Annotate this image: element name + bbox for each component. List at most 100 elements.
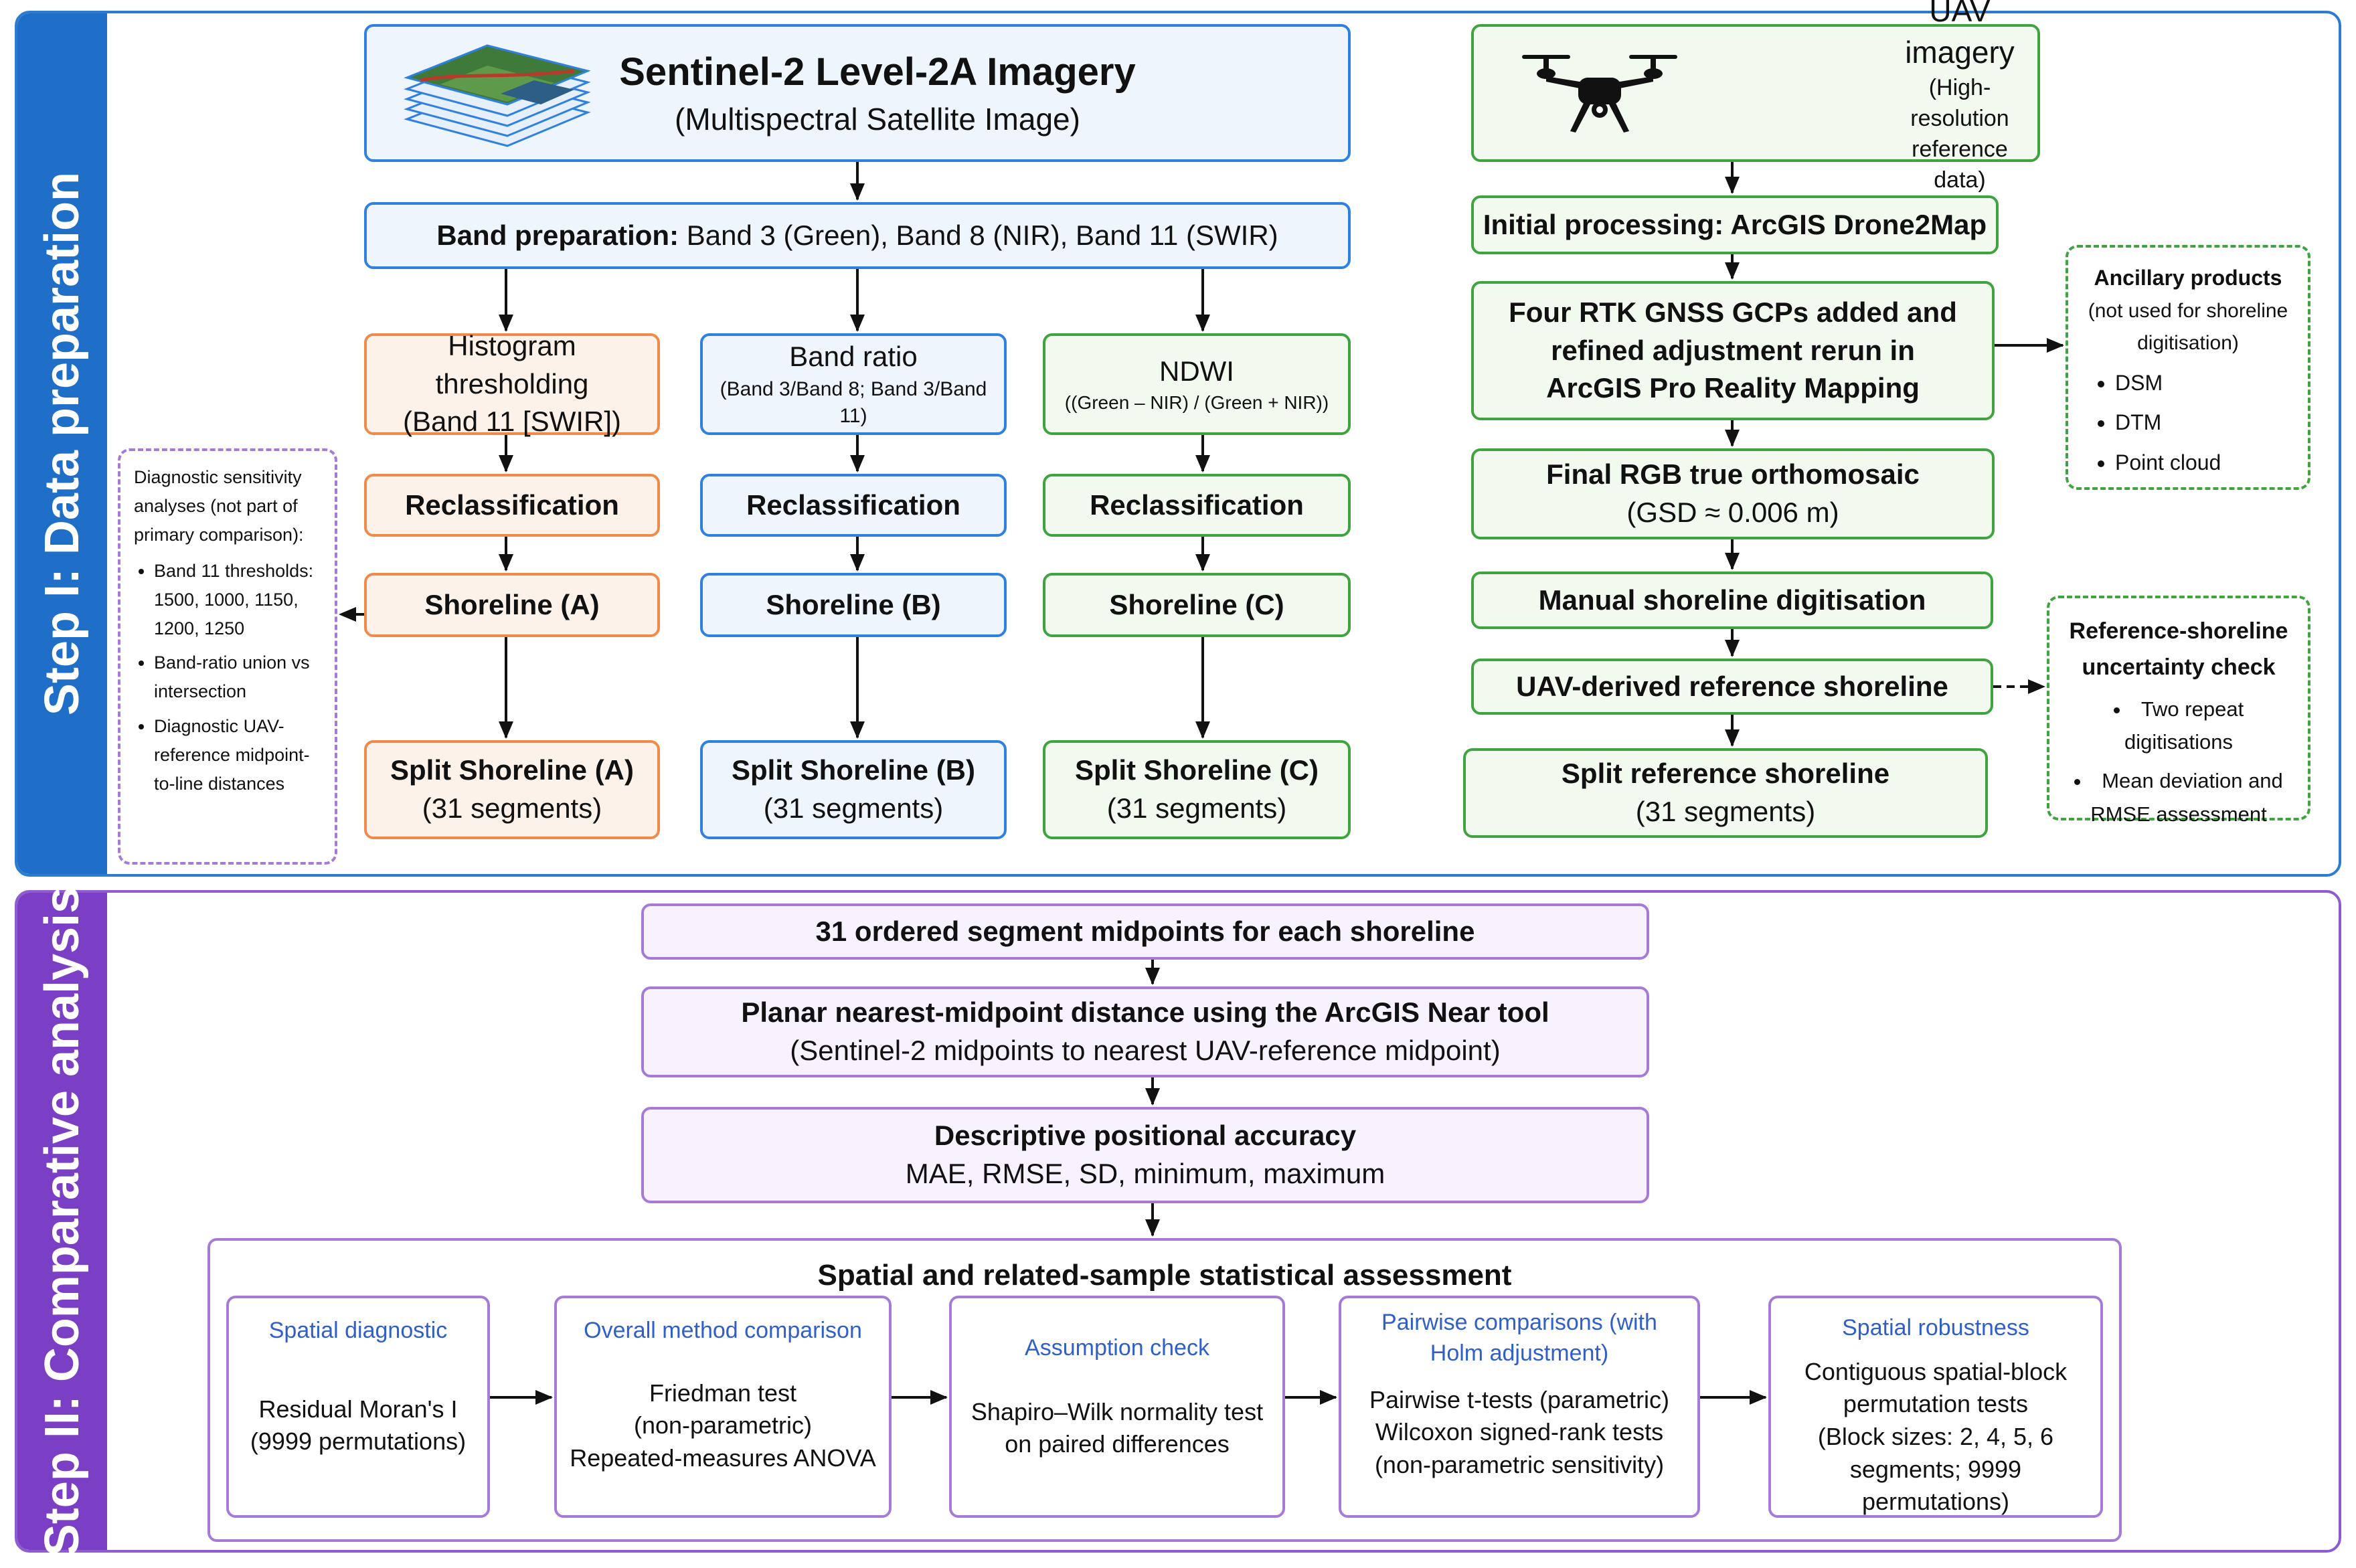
ortho-subtitle: (GSD ≈ 0.006 m) (1626, 497, 1839, 528)
descriptive-accuracy-box: Descriptive positional accuracy MAE, RMS… (641, 1107, 1649, 1203)
near-distance-box: Planar nearest-midpoint distance using t… (641, 986, 1649, 1077)
reference-uncertainty-note: Reference-shoreline uncertainty check Tw… (2047, 596, 2310, 826)
card-line: (9999 permutations) (250, 1427, 467, 1456)
rtk-line: ArcGIS Pro Reality Mapping (1546, 372, 1920, 404)
uav-subtitle: (High-resolution reference data) (1910, 75, 2009, 193)
overall-method-card: Overall method comparison Friedman test … (554, 1296, 892, 1518)
card-title: Assumption check (1025, 1335, 1209, 1361)
band-preparation-box: Band preparation: Band 3 (Green), Band 8… (364, 202, 1351, 269)
spatial-diagnostic-card: Spatial diagnostic Residual Moran's I (9… (226, 1296, 490, 1518)
card-title: Spatial robustness (1842, 1315, 2029, 1340)
reclassification-a-box: Reclassification (364, 474, 660, 537)
uav-title: UAV imagery (1905, 0, 2015, 70)
shoreline-c-box: Shoreline (C) (1043, 573, 1351, 637)
ancillary-subtitle: (not used for shoreline digitisation) (2088, 300, 2288, 355)
ref-check-title: Reference-shoreline uncertainty check (2069, 618, 2288, 681)
hist-title: Histogram thresholding (435, 329, 589, 400)
ndwi-title: NDWI (1159, 355, 1234, 387)
assumption-check-card: Assumption check Shapiro–Wilk normality … (949, 1296, 1285, 1518)
card-line: segments; 9999 permutations) (1849, 1455, 2022, 1516)
split-b-title: Split Shoreline (B) (731, 754, 975, 786)
ref-check-item: Two repeat digitisations (2063, 693, 2294, 759)
card-line: Contiguous spatial-block (1804, 1357, 2068, 1385)
split-a-title: Split Shoreline (A) (390, 754, 634, 786)
card-line: permutation tests (1843, 1390, 2029, 1418)
split-b-subtitle: (31 segments) (763, 792, 944, 824)
shoreline-a-box: Shoreline (A) (364, 573, 660, 637)
ref-check-list: Two repeat digitisations Mean deviation … (2063, 693, 2294, 831)
card-line: Residual Moran's I (258, 1395, 458, 1423)
ndwi-box: NDWI ((Green – NIR) / (Green + NIR)) (1043, 333, 1351, 435)
card-line: (Block sizes: 2, 4, 5, 6 (1817, 1423, 2054, 1451)
rtk-gnss-box: Four RTK GNSS GCPs added and refined adj… (1471, 281, 1995, 420)
near-title: Planar nearest-midpoint distance using t… (741, 996, 1549, 1029)
desc-title: Descriptive positional accuracy (934, 1120, 1357, 1152)
split-a-subtitle: (31 segments) (422, 792, 602, 824)
sentinel-subtitle: (Multispectral Satellite Image) (675, 102, 1080, 137)
rtk-line: Four RTK GNSS GCPs added and (1509, 296, 1957, 328)
rtk-line: refined adjustment rerun in (1551, 334, 1915, 366)
ancillary-item: Point cloud (2115, 446, 2294, 480)
ancillary-list: DSM DTM Point cloud (2095, 366, 2294, 480)
reclassification-b-box: Reclassification (700, 474, 1007, 537)
band-ratio-box: Band ratio (Band 3/Band 8; Band 3/Band 1… (700, 333, 1007, 435)
card-line: Wilcoxon signed-rank tests (1375, 1418, 1664, 1446)
ancillary-item: DSM (2115, 366, 2294, 400)
hist-subtitle: (Band 11 [SWIR]) (403, 406, 621, 438)
diag-intro: Diagnostic sensitivity analyses (not par… (134, 467, 304, 545)
diag-item: Band-ratio union vs intersection (154, 648, 321, 706)
spatial-robustness-card: Spatial robustness Contiguous spatial-bl… (1768, 1296, 2103, 1518)
desc-subtitle: MAE, RMSE, SD, minimum, maximum (905, 1158, 1385, 1189)
ancillary-products-note: Ancillary products (not used for shoreli… (2066, 245, 2310, 490)
step1-sidebar: Step I: Data preparation (17, 13, 107, 874)
sentinel-title: Sentinel-2 Level-2A Imagery (619, 50, 1136, 94)
drone-icon (1522, 55, 1677, 133)
band-prep-text: Band 3 (Green), Band 8 (NIR), Band 11 (S… (679, 219, 1278, 251)
uav-imagery-box: UAV imagery (High-resolution reference d… (1471, 0, 2040, 193)
uav-reference-shoreline-box: UAV-derived reference shoreline (1471, 659, 1993, 715)
ndwi-subtitle: ((Green – NIR) / (Green + NIR)) (1064, 392, 1329, 414)
card-line: (non-parametric) (633, 1411, 813, 1440)
split-ref-title: Split reference shoreline (1561, 758, 1890, 790)
near-subtitle: (Sentinel-2 midpoints to nearest UAV-ref… (790, 1035, 1501, 1066)
card-line: (non-parametric sensitivity) (1374, 1450, 1665, 1478)
split-reference-shoreline-box: Split reference shoreline (31 segments) (1463, 748, 1988, 838)
card-title: Pairwise comparisons (with Holm adjustme… (1381, 1310, 1657, 1366)
diag-item: Band 11 thresholds: 1500, 1000, 1150, 12… (154, 557, 321, 644)
ancillary-title: Ancillary products (2094, 266, 2282, 290)
split-c-subtitle: (31 segments) (1106, 792, 1287, 824)
diag-item: Diagnostic UAV-reference midpoint-to-lin… (154, 712, 321, 799)
shoreline-b-box: Shoreline (B) (700, 573, 1007, 637)
split-ref-subtitle: (31 segments) (1635, 796, 1816, 827)
satellite-image-stack-icon (404, 44, 591, 147)
assess-title: Spatial and related-sample statistical a… (817, 1259, 1512, 1292)
card-line: Shapiro–Wilk normality test (971, 1397, 1264, 1425)
step2-panel: Step II: Comparative analysis (15, 887, 2341, 1556)
segment-midpoints-box: 31 ordered segment midpoints for each sh… (641, 903, 1649, 960)
ratio-subtitle: (Band 3/Band 8; Band 3/Band 11) (720, 377, 987, 428)
manual-digitisation-box: Manual shoreline digitisation (1471, 572, 1993, 629)
card-line: Friedman test (649, 1379, 797, 1407)
ratio-title: Band ratio (789, 341, 918, 373)
split-shoreline-b-box: Split Shoreline (B) (31 segments) (700, 740, 1007, 839)
card-line: Pairwise t-tests (parametric) (1369, 1385, 1670, 1413)
diag-list: Band 11 thresholds: 1500, 1000, 1150, 12… (134, 557, 321, 799)
split-shoreline-c-box: Split Shoreline (C) (31 segments) (1043, 740, 1351, 839)
initial-processing-box: Initial processing: ArcGIS Drone2Map (1471, 195, 1999, 254)
card-title: Overall method comparison (584, 1318, 862, 1343)
ancillary-item: DTM (2115, 406, 2294, 440)
card-line: Repeated-measures ANOVA (570, 1444, 876, 1472)
sentinel-imagery-box: Sentinel-2 Level-2A Imagery (Multispectr… (364, 24, 1351, 162)
band-prep-label: Band preparation: (436, 219, 679, 251)
diagnostic-sensitivity-note: Diagnostic sensitivity analyses (not par… (118, 448, 337, 865)
card-title: Spatial diagnostic (268, 1318, 448, 1343)
split-c-title: Split Shoreline (C) (1074, 754, 1319, 786)
histogram-thresholding-box: Histogram thresholding (Band 11 [SWIR]) (364, 330, 660, 437)
reclassification-c-box: Reclassification (1043, 474, 1351, 537)
pairwise-comparisons-card: Pairwise comparisons (with Holm adjustme… (1339, 1296, 1700, 1518)
step1-panel: Step I: Data preparation (15, 11, 2341, 877)
split-shoreline-a-box: Split Shoreline (A) (31 segments) (364, 740, 660, 839)
step2-sidebar: Step II: Comparative analysis (17, 887, 107, 1556)
ref-check-item: Mean deviation and RMSE assessment (2063, 764, 2294, 831)
